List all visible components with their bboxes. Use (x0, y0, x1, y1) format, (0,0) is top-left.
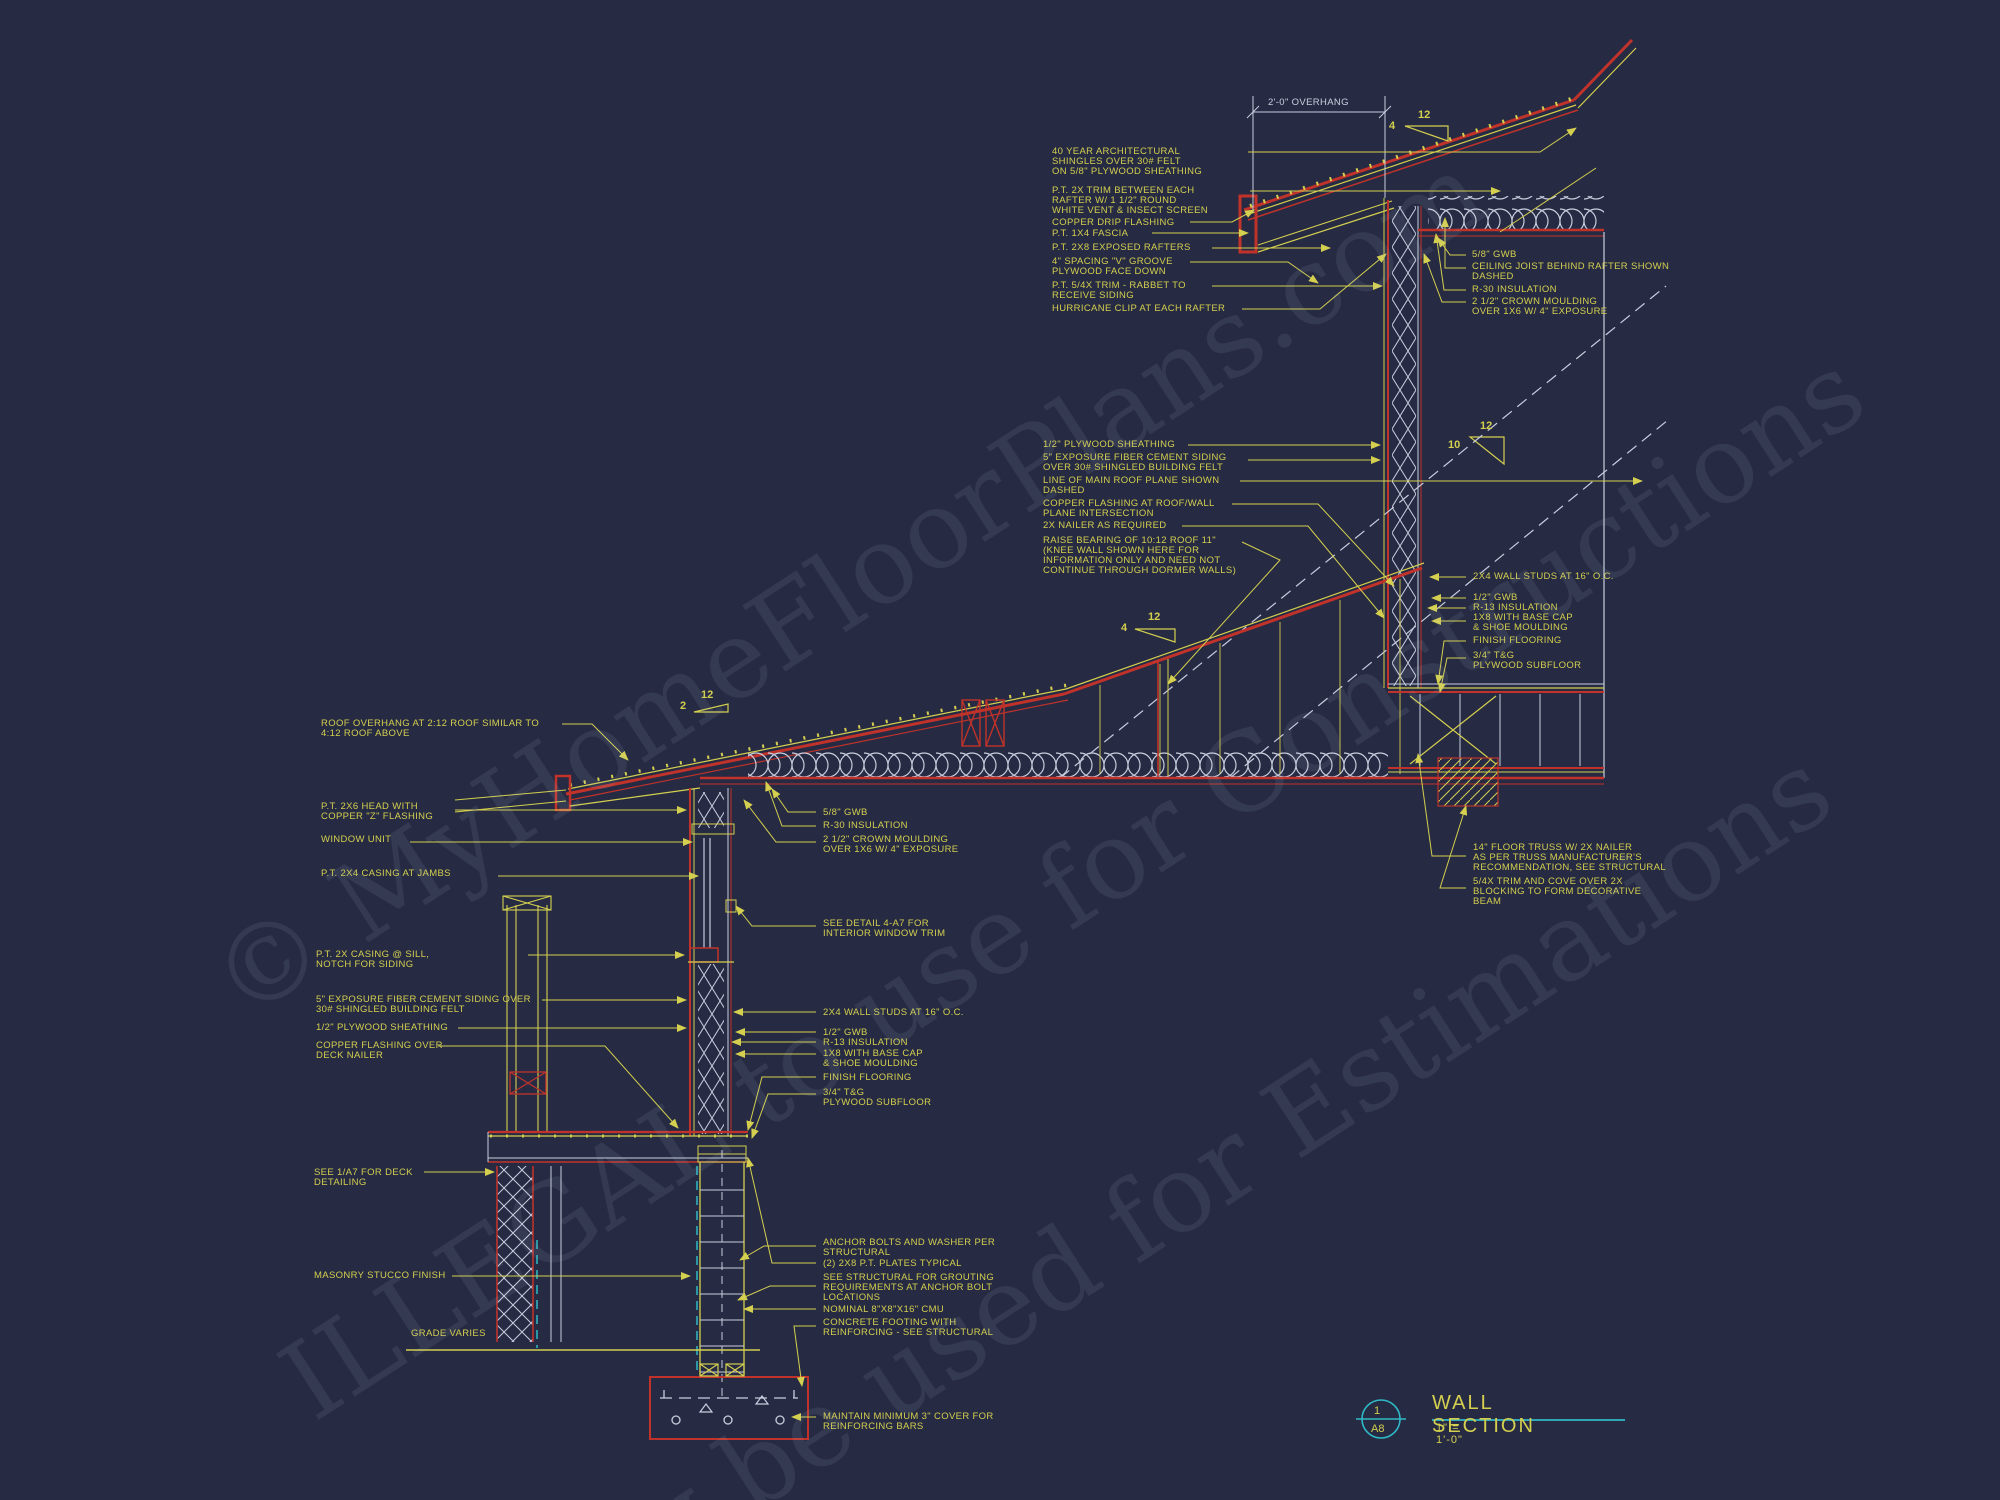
callout-label: 5" EXPOSURE FIBER CEMENT SIDING OVER 30#… (316, 994, 531, 1015)
callout-label: 5/8" GWB (823, 807, 868, 818)
callout-label: P.T. 2X CASING @ SILL, NOTCH FOR SIDING (316, 949, 430, 970)
callout-label: SEE STRUCTURAL FOR GROUTING REQUIREMENTS… (823, 1272, 995, 1303)
callout-label: 2 1/2" CROWN MOULDING OVER 1X6 W/ 4" EXP… (823, 834, 959, 855)
callout-label: R-30 INSULATION (823, 820, 908, 831)
callout-label: GRADE VARIES (411, 1328, 486, 1339)
detail-reference-bubble (1356, 1399, 1625, 1439)
callout-label: FINISH FLOORING (1473, 635, 1562, 646)
callout-label: 5" EXPOSURE FIBER CEMENT SIDING OVER 30#… (1043, 452, 1227, 473)
callout-label: P.T. 2X4 CASING AT JAMBS (321, 868, 451, 879)
rail-blocking (509, 1071, 547, 1095)
callout-label: 3/4" T&G PLYWOOD SUBFLOOR (823, 1087, 932, 1108)
upper-ceiling (1418, 167, 1605, 778)
callout-label: 1/2" GWB (823, 1027, 868, 1038)
callout-label: 40 YEAR ARCHITECTURAL SHINGLES OVER 30# … (1052, 146, 1203, 177)
sheet-number: A8 (1371, 1423, 1385, 1435)
callout-label: CEILING JOIST BEHIND RAFTER SHOWN DASHED (1472, 261, 1670, 282)
callout-label: R-13 INSULATION (823, 1037, 908, 1048)
lower-roof-2-12 (454, 562, 1604, 813)
callout-label: P.T. 1X4 FASCIA (1052, 228, 1129, 239)
slope-run-value: 12 (1480, 420, 1493, 432)
callout-label: COPPER FLASHING OVER DECK NAILER (316, 1040, 443, 1061)
overhang-dimension-lines (1246, 96, 1392, 212)
callout-label: LINE OF MAIN ROOF PLANE SHOWN DASHED (1043, 475, 1220, 496)
callout-label: NOMINAL 8"X8"X16" CMU (823, 1304, 945, 1315)
slope-rise-value: 4 (1121, 622, 1128, 634)
callout-label: R-30 INSULATION (1472, 284, 1557, 295)
callout-label: 3/4" T&G PLYWOOD SUBFLOOR (1473, 650, 1582, 671)
callout-label: R-13 INSULATION (1473, 602, 1558, 613)
callout-label: WINDOW UNIT (321, 834, 392, 845)
callout-label: 14" FLOOR TRUSS W/ 2X NAILER AS PER TRUS… (1473, 842, 1666, 873)
callout-label: CONCRETE FOOTING WITH REINFORCING - SEE … (823, 1317, 994, 1338)
callout-label: COPPER DRIP FLASHING (1052, 217, 1175, 228)
main-roof-plane-dashed (1059, 285, 1669, 779)
slope-run-value: 12 (701, 689, 714, 701)
leader-lines (410, 127, 1643, 1421)
slope-rise-value: 4 (1389, 120, 1396, 132)
dormer-wall (1383, 198, 1422, 688)
callout-label: ANCHOR BOLTS AND WASHER PER STRUCTURAL (823, 1237, 996, 1258)
concrete-footing (649, 1363, 809, 1440)
callout-label: 4" SPACING "V" GROOVE PLYWOOD FACE DOWN (1052, 256, 1173, 277)
deck-band (487, 1130, 748, 1163)
callout-label: 1/2" GWB (1473, 592, 1518, 603)
detail-number: 1 (1374, 1405, 1381, 1417)
callout-label: P.T. 2X8 EXPOSED RAFTERS (1052, 242, 1191, 253)
callout-label: 5/4X TRIM AND COVE OVER 2X BLOCKING TO F… (1473, 876, 1642, 907)
callout-label: P.T. 2X TRIM BETWEEN EACH RAFTER W/ 1 1/… (1052, 185, 1209, 216)
drawing-title: WALL SECTION (1432, 1392, 1535, 1437)
callout-label: 1X8 WITH BASE CAP & SHOE MOULDING (823, 1048, 923, 1069)
slope-run-value: 12 (1148, 611, 1161, 623)
deck-post (496, 1166, 562, 1348)
floor-truss-band (1388, 683, 1604, 807)
slope-rise-value: 10 (1448, 439, 1461, 451)
callout-label: SEE 1/A7 FOR DECK DETAILING (314, 1167, 413, 1188)
callout-label: HURRICANE CLIP AT EACH RAFTER (1052, 303, 1226, 314)
callout-label: 2X NAILER AS REQUIRED (1043, 520, 1167, 531)
slope-run-value: 12 (1418, 109, 1431, 121)
callout-label: MASONRY STUCCO FINISH (314, 1270, 446, 1281)
callout-label: 5/8" GWB (1472, 249, 1517, 260)
foundation (406, 1145, 760, 1396)
callout-label: (2) 2X8 P.T. PLATES TYPICAL (823, 1258, 962, 1269)
callout-label: FINISH FLOORING (823, 1072, 912, 1083)
slope-triangles (693, 125, 1505, 713)
callout-label: P.T. 2X6 HEAD WITH COPPER "Z" FLASHING (321, 801, 434, 822)
callout-label: 1/2" PLYWOOD SHEATHING (316, 1022, 449, 1033)
drawing-scale: 1" = 1'-0" (1436, 1422, 1463, 1446)
callout-label: 2 1/2" CROWN MOULDING OVER 1X6 W/ 4" EXP… (1472, 296, 1608, 317)
callout-label: 1X8 WITH BASE CAP & SHOE MOULDING (1473, 612, 1573, 633)
callout-label: ROOF OVERHANG AT 2:12 ROOF SIMILAR TO 4:… (321, 718, 540, 739)
slope-rise-value: 2 (680, 700, 687, 712)
callout-label: COPPER FLASHING AT ROOF/WALL PLANE INTER… (1043, 498, 1215, 519)
overhang-dimension: 2'-0" OVERHANG (1268, 97, 1349, 108)
upper-roof-4-12 (1238, 38, 1637, 254)
callout-label: SEE DETAIL 4-A7 FOR INTERIOR WINDOW TRIM (823, 918, 946, 939)
callout-label: 1/2" PLYWOOD SHEATHING (1043, 439, 1176, 450)
callout-label: 2X4 WALL STUDS AT 16" O.C. (823, 1007, 964, 1018)
callout-label: P.T. 5/4X TRIM - RABBET TO RECEIVE SIDIN… (1052, 280, 1186, 301)
first-floor-wall (688, 788, 737, 1136)
callout-label: MAINTAIN MINIMUM 3" COVER FOR REINFORCIN… (823, 1411, 994, 1432)
callout-label: 2X4 WALL STUDS AT 16" O.C. (1473, 571, 1614, 582)
callout-label: RAISE BEARING OF 10:12 ROOF 11" (KNEE WA… (1043, 535, 1237, 576)
